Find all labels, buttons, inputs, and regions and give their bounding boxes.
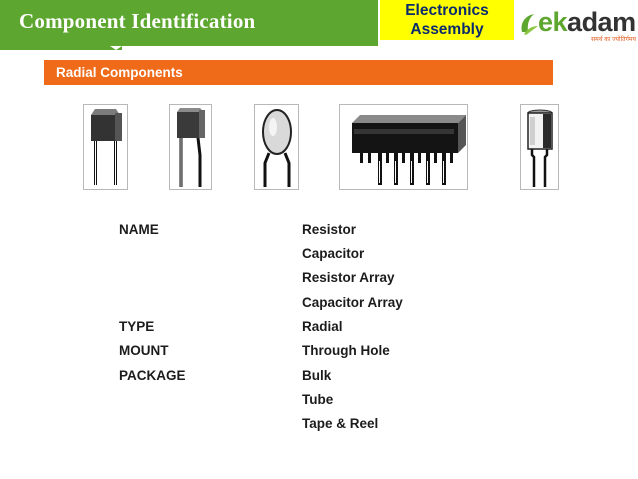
logo-mark-icon [521,14,538,35]
name-value-capacitor: Capacitor [302,246,365,261]
module-label-line2: Assembly [410,21,484,38]
header-tail [0,46,122,50]
package-value-bulk: Bulk [302,368,332,383]
package-value-tape-reel: Tape & Reel [302,416,379,431]
module-badge: Electronics Assembly [380,0,514,40]
electrolytic-capacitor-icon [520,104,559,190]
mount-label: MOUNT [119,343,169,358]
page-title: Component Identification [19,9,256,33]
name-value-resistor: Resistor [302,222,357,237]
type-value: Radial [302,319,343,334]
logo-wordmark: ekadam [538,8,636,36]
logo-wordmark-adam: adam [567,7,636,37]
logo-wordmark-ek: ek [538,7,568,37]
radial-capacitor-icon [169,104,212,190]
disc-capacitor-icon [254,104,299,190]
package-label: PACKAGE [119,368,186,383]
section-bar: Radial Components [44,60,553,85]
mount-value: Through Hole [302,343,390,358]
module-label-line1: Electronics [405,2,489,19]
package-value-tube: Tube [302,392,334,407]
name-value-capacitor-array: Capacitor Array [302,295,403,310]
section-title: Radial Components [56,65,183,80]
ekadam-logo: ekadam समर्थ का ज्योतिर्गमय [518,6,636,46]
name-value-resistor-array: Resistor Array [302,270,395,285]
header-bar: Component Identification [0,0,378,46]
radial-resistor-icon [83,104,128,190]
header-notch [110,46,122,50]
type-label: TYPE [119,319,155,334]
logo-tagline: समर्थ का ज्योतिर्गमय [591,37,636,43]
name-label: NAME [119,222,159,237]
resistor-array-icon [339,104,468,190]
